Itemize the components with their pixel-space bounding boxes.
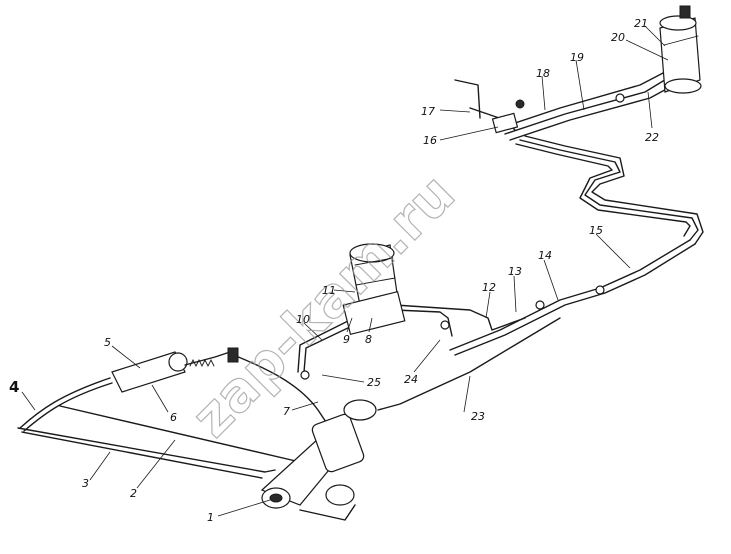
callout-20: 20 (611, 31, 625, 44)
callout-14: 14 (538, 249, 552, 262)
fitting (535, 300, 545, 310)
callout-1: 1 (207, 511, 214, 524)
air-tank (659, 5, 702, 94)
callout-4: 4 (9, 378, 19, 396)
callout-10: 10 (296, 313, 310, 326)
fitting (440, 320, 450, 330)
callouts: 1 2 3 4 5 6 7 8 9 10 11 12 13 14 15 16 1… (9, 17, 659, 524)
callout-13: 13 (508, 265, 522, 278)
filter-unit (342, 243, 406, 336)
callout-17: 17 (421, 105, 435, 118)
callout-6: 6 (170, 411, 177, 424)
callout-21: 21 (634, 17, 648, 30)
crane-valve (454, 79, 525, 134)
callout-11: 11 (322, 284, 336, 297)
leader-lines (21, 25, 669, 517)
callout-23: 23 (471, 410, 485, 423)
fitting (595, 285, 605, 295)
callout-16: 16 (423, 134, 437, 147)
callout-19: 19 (570, 51, 584, 64)
callout-5: 5 (104, 336, 111, 349)
callout-3: 3 (82, 477, 89, 490)
watermark: zap-kam.ru (180, 162, 467, 449)
callout-12: 12 (482, 281, 496, 294)
callout-2: 2 (130, 487, 137, 500)
components (111, 5, 702, 521)
callout-18: 18 (536, 67, 550, 80)
pipelines (17, 71, 704, 479)
callout-7: 7 (283, 405, 290, 418)
fitting (615, 93, 625, 103)
brake-cylinder (111, 347, 239, 393)
callout-15: 15 (589, 224, 603, 237)
callout-24: 24 (404, 373, 418, 386)
callout-22: 22 (645, 131, 659, 144)
compressor-unit (260, 399, 377, 521)
callout-9: 9 (343, 333, 350, 346)
callout-8: 8 (365, 333, 372, 346)
callout-25: 25 (367, 376, 381, 389)
fitting (300, 370, 310, 380)
